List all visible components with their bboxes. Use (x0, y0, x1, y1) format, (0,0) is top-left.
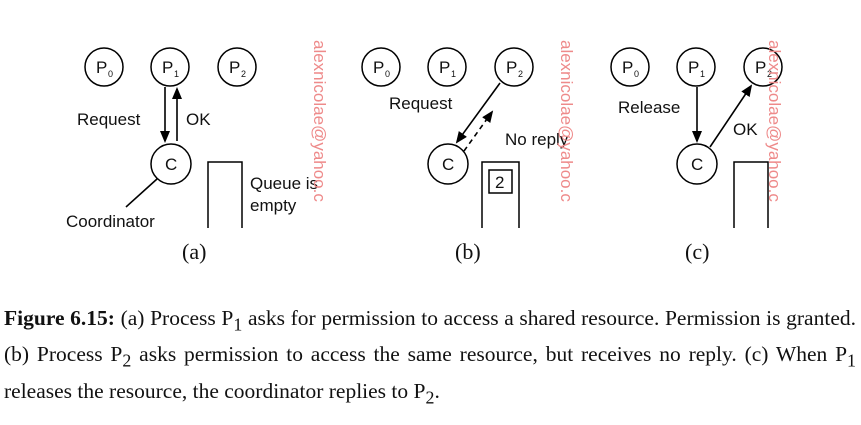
svg-text:P: P (96, 58, 107, 77)
caption-sub-4: 2 (425, 386, 435, 407)
svg-text:P: P (162, 58, 173, 77)
no-reply-label: No reply (505, 130, 569, 149)
svg-text:P: P (229, 58, 240, 77)
watermark-1: alexnicolae@yahoo.c (310, 40, 329, 202)
process-p2: P 2 (494, 47, 534, 87)
panel-a: P 0 P 1 P 2 Request OK C Coordinator Que… (66, 47, 318, 264)
caption-sub-1: 1 (233, 314, 243, 335)
caption-text-5: . (434, 378, 440, 403)
svg-text:P: P (506, 58, 517, 77)
queue (733, 161, 769, 228)
watermark-3: alexnicolae@yahoo.c (765, 40, 784, 202)
no-reply-arrow (463, 110, 494, 152)
svg-text:2: 2 (767, 69, 772, 79)
caption-text-3: asks permission to access the same resou… (131, 342, 848, 367)
coordinator-pointer-line (125, 178, 158, 208)
svg-text:P: P (439, 58, 450, 77)
ok-arrow (709, 84, 753, 148)
process-p1: P 1 (427, 47, 467, 87)
process-p2: P 2 (743, 47, 783, 87)
queue-item-label: 2 (495, 173, 504, 192)
ok-label: OK (733, 120, 758, 139)
queue-item (488, 169, 513, 194)
svg-text:1: 1 (700, 69, 705, 79)
process-p0: P 0 (610, 47, 650, 87)
process-p0: P 0 (361, 47, 401, 87)
panel-b: P 0 P 1 P 2 Request No reply C 2 (b) (361, 47, 569, 264)
coordinator-node: C (150, 143, 192, 185)
process-p0: P 0 (84, 47, 124, 87)
request-label: Request (77, 110, 141, 129)
svg-text:C: C (691, 155, 703, 174)
process-p2: P 2 (217, 47, 257, 87)
release-label: Release (618, 98, 680, 117)
coordinator-node: C (676, 143, 718, 185)
svg-text:P: P (688, 58, 699, 77)
svg-text:2: 2 (241, 69, 246, 79)
queue (207, 161, 243, 228)
svg-text:P: P (755, 58, 766, 77)
caption-sub-2: 2 (122, 350, 132, 371)
svg-text:2: 2 (518, 69, 523, 79)
panel-tag-b: (b) (455, 239, 481, 264)
svg-text:0: 0 (634, 69, 639, 79)
svg-text:C: C (442, 155, 454, 174)
figure-diagram: P 0 P 1 P 2 Request OK C Coordinator Que… (66, 40, 784, 264)
svg-text:P: P (373, 58, 384, 77)
caption-text-1: (a) Process P (114, 306, 234, 330)
panel-tag-c: (c) (685, 239, 709, 264)
process-p1: P 1 (676, 47, 716, 87)
figure-caption: Figure 6.15: (a) Process P1 asks for per… (4, 303, 856, 412)
request-label: Request (389, 94, 453, 113)
svg-text:1: 1 (451, 69, 456, 79)
svg-text:1: 1 (174, 69, 179, 79)
ok-label: OK (186, 110, 211, 129)
svg-text:0: 0 (385, 69, 390, 79)
caption-label: Figure 6.15: (4, 306, 115, 330)
queue (481, 161, 520, 228)
watermark-2: alexnicolae@yahoo.c (557, 40, 576, 202)
queue-label-line2: empty (250, 196, 297, 215)
svg-text:C: C (165, 155, 177, 174)
caption-sub-3: 1 (847, 350, 856, 371)
request-arrow (455, 82, 501, 144)
process-p1: P 1 (150, 47, 190, 87)
caption-text-2: asks for permission to access a shared r… (4, 306, 856, 367)
svg-text:0: 0 (108, 69, 113, 79)
coordinator-label: Coordinator (66, 212, 155, 231)
caption-text-4: releases the resource, the coordinator r… (4, 378, 426, 403)
svg-text:P: P (622, 58, 633, 77)
panel-c: P 0 P 1 P 2 Release OK C (c) (610, 47, 783, 264)
queue-label-line1: Queue is (250, 174, 318, 193)
panel-tag-a: (a) (182, 239, 206, 264)
coordinator-node: C (427, 143, 469, 185)
